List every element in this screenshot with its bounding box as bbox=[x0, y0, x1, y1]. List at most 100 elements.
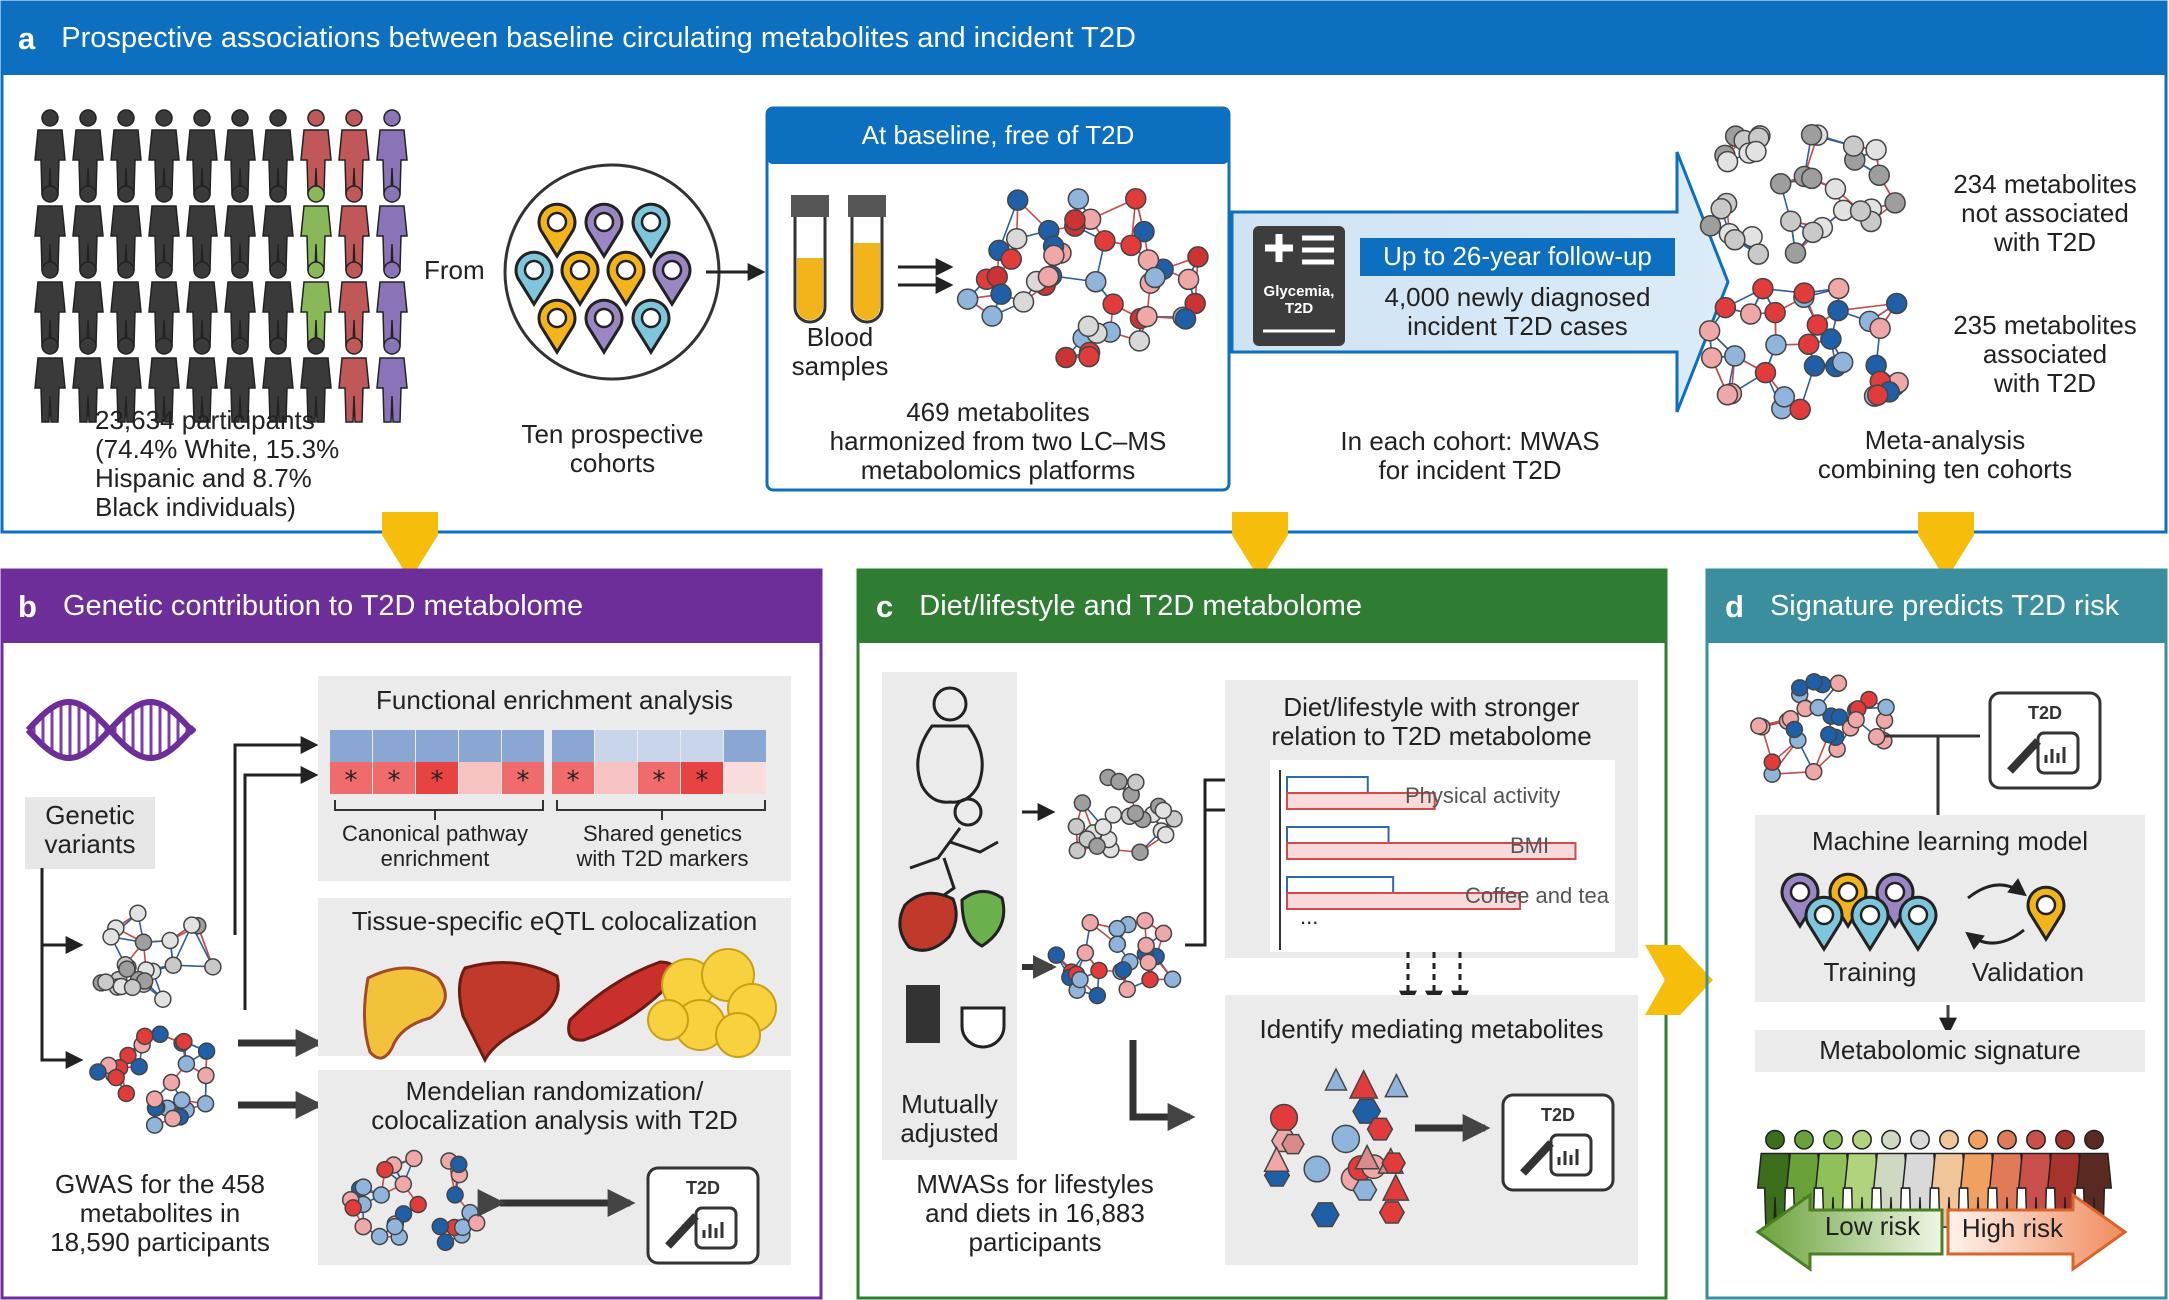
lifestyle-gray-network-icon bbox=[1067, 768, 1183, 861]
t2d-device-icon: T2D bbox=[1501, 1093, 1615, 1192]
high-risk-arrow bbox=[1946, 1192, 2128, 1272]
svg-text:T2D: T2D bbox=[686, 1178, 720, 1198]
panel-b-letter: b bbox=[18, 588, 37, 624]
enrichment-heatmap: ******* bbox=[330, 730, 766, 820]
mwass-label: MWASs for lifestyles and diets in 16,883… bbox=[916, 1169, 1154, 1258]
followup-title: Up to 26-year follow-up bbox=[1383, 241, 1652, 271]
panel-b-title: Genetic contribution to T2D metabolome bbox=[62, 590, 584, 622]
signature-label: Metabolomic signature bbox=[1819, 1035, 2081, 1065]
svg-text:T2D: T2D bbox=[1541, 1105, 1575, 1125]
bar-blue-0 bbox=[1286, 776, 1369, 794]
panel-c-header-bar bbox=[858, 570, 1666, 643]
panel-d-title: Signature predicts T2D risk bbox=[1769, 590, 2120, 622]
training-label: Training bbox=[1823, 957, 1917, 987]
soda-icon bbox=[906, 985, 940, 1043]
stronger-relation-title: Diet/lifestyle with stronger relation to… bbox=[1271, 692, 1592, 752]
diet-icons bbox=[898, 890, 1006, 1049]
panel-d-header-bar bbox=[1707, 570, 2166, 643]
svg-text:*: * bbox=[567, 766, 580, 796]
svg-text:*: * bbox=[388, 766, 401, 796]
mr-network-icon bbox=[341, 1149, 486, 1252]
glycemia-label: Glycemia, T2D bbox=[1263, 283, 1335, 317]
ml-title: Machine learning model bbox=[1811, 826, 2089, 856]
mwas-label: In each cohort: MWAS for incident T2D bbox=[1340, 426, 1600, 486]
baseline-title: At baseline, free of T2D bbox=[861, 120, 1135, 150]
bar-blue-2 bbox=[1286, 876, 1395, 894]
bar-ellipsis: ... bbox=[1300, 904, 1319, 929]
panel-a-title: Prospective associations between baselin… bbox=[61, 22, 1136, 54]
vegetable-icon bbox=[960, 890, 1006, 948]
panel-a-header-bar bbox=[2, 2, 2166, 75]
associated-network-icon bbox=[1698, 277, 1909, 421]
svg-text:*: * bbox=[696, 766, 709, 796]
panel-c-title: Diet/lifestyle and T2D metabolome bbox=[919, 590, 1362, 622]
meat-icon bbox=[898, 891, 958, 952]
panel-c-header: c Diet/lifestyle and T2D metabolome bbox=[876, 570, 1362, 643]
bar-label-physical-activity: Physical activity bbox=[1405, 783, 1561, 808]
mediating-title: Identify mediating metabolites bbox=[1259, 1014, 1604, 1044]
meta-analysis-label: Meta-analysis combining ten cohorts bbox=[1817, 425, 2073, 485]
participants-icon-grid bbox=[34, 109, 408, 423]
svg-text:*: * bbox=[653, 766, 666, 796]
not-associated-network-icon bbox=[1699, 124, 1906, 265]
genetic-variants-label: Genetic variants bbox=[44, 800, 136, 860]
signature-network-icon bbox=[1750, 673, 1895, 783]
low-risk-label: Low risk bbox=[1824, 1211, 1921, 1241]
metabolite-network-icon bbox=[956, 187, 1209, 369]
runner-icon bbox=[953, 797, 983, 827]
svg-text:T2D: T2D bbox=[2028, 703, 2062, 723]
mendelian-title: Mendelian randomization/ colocalization … bbox=[371, 1076, 738, 1136]
panel-d-header: d Signature predicts T2D risk bbox=[1725, 570, 2119, 643]
cycle-arrow-top bbox=[1967, 878, 2027, 900]
panel-d-letter: d bbox=[1725, 588, 1744, 624]
person-obese-icon bbox=[932, 686, 968, 722]
eqtl-title: Tissue-specific eQTL colocalization bbox=[351, 906, 758, 936]
not-associated-label: 234 metabolites not associated with T2D bbox=[1953, 169, 2137, 258]
genetic-variants-box bbox=[25, 797, 155, 869]
tissue-organs-icon bbox=[362, 948, 777, 1064]
chevron-to-c-icon bbox=[1232, 512, 1288, 580]
from-label: From bbox=[424, 255, 485, 285]
svg-text:*: * bbox=[431, 766, 444, 796]
chevron-to-d-side-icon bbox=[1645, 945, 1713, 1015]
bar-label-bmi: BMI bbox=[1510, 833, 1550, 858]
bar-red-0 bbox=[1286, 792, 1436, 810]
functional-title: Functional enrichment analysis bbox=[376, 685, 733, 715]
followup-title-bar bbox=[1360, 238, 1675, 276]
lifestyle-colored-network-icon bbox=[1047, 911, 1182, 1005]
t2d-device-icon: T2D bbox=[1988, 691, 2102, 790]
panel-a-letter: a bbox=[18, 20, 36, 56]
cohorts-label: Ten prospective cohorts bbox=[521, 419, 704, 479]
bar-label-coffee-tea: Coffee and tea bbox=[1465, 883, 1609, 908]
bar-blue-1 bbox=[1286, 826, 1390, 844]
gwas-colored-network-icon bbox=[89, 1025, 216, 1134]
low-risk-arrow bbox=[1755, 1192, 1944, 1272]
bar-red-1 bbox=[1286, 842, 1577, 860]
dna-icon bbox=[25, 699, 197, 761]
incident-cases-label: 4,000 newly diagnosed incident T2D cases bbox=[1384, 282, 1651, 342]
cycle-arrow-bottom bbox=[1965, 928, 2025, 950]
mutually-adjusted-label: Mutually adjusted bbox=[900, 1089, 999, 1149]
panel-a-header: a Prospective associations between basel… bbox=[18, 2, 1136, 75]
panel-b-header-bar bbox=[2, 570, 821, 643]
baseline-header bbox=[767, 108, 1229, 164]
bar-red-2 bbox=[1286, 892, 1522, 910]
signature-box bbox=[1755, 1030, 2145, 1072]
followup-arrow bbox=[1230, 151, 1730, 413]
gwas-label: GWAS for the 458 metabolites in 18,590 p… bbox=[50, 1169, 270, 1258]
cohort-pins-icon bbox=[514, 202, 692, 356]
metabolites-label: 469 metabolites harmonized from two LC–M… bbox=[829, 397, 1167, 486]
validation-label: Validation bbox=[1971, 957, 2085, 987]
panel-b-header: b Genetic contribution to T2D metabolome bbox=[18, 570, 583, 643]
chevron-to-b-icon bbox=[382, 512, 438, 580]
blood-tubes-icon bbox=[791, 195, 886, 324]
gwas-gray-network-icon bbox=[92, 904, 222, 1008]
canonical-label: Canonical pathway enrichment bbox=[342, 821, 528, 871]
svg-text:*: * bbox=[345, 766, 358, 796]
chevron-to-d-icon bbox=[1918, 512, 1974, 580]
high-risk-label: High risk bbox=[1961, 1213, 2064, 1243]
panel-c-letter: c bbox=[876, 588, 894, 624]
blood-samples-label: Blood samples bbox=[791, 322, 889, 382]
